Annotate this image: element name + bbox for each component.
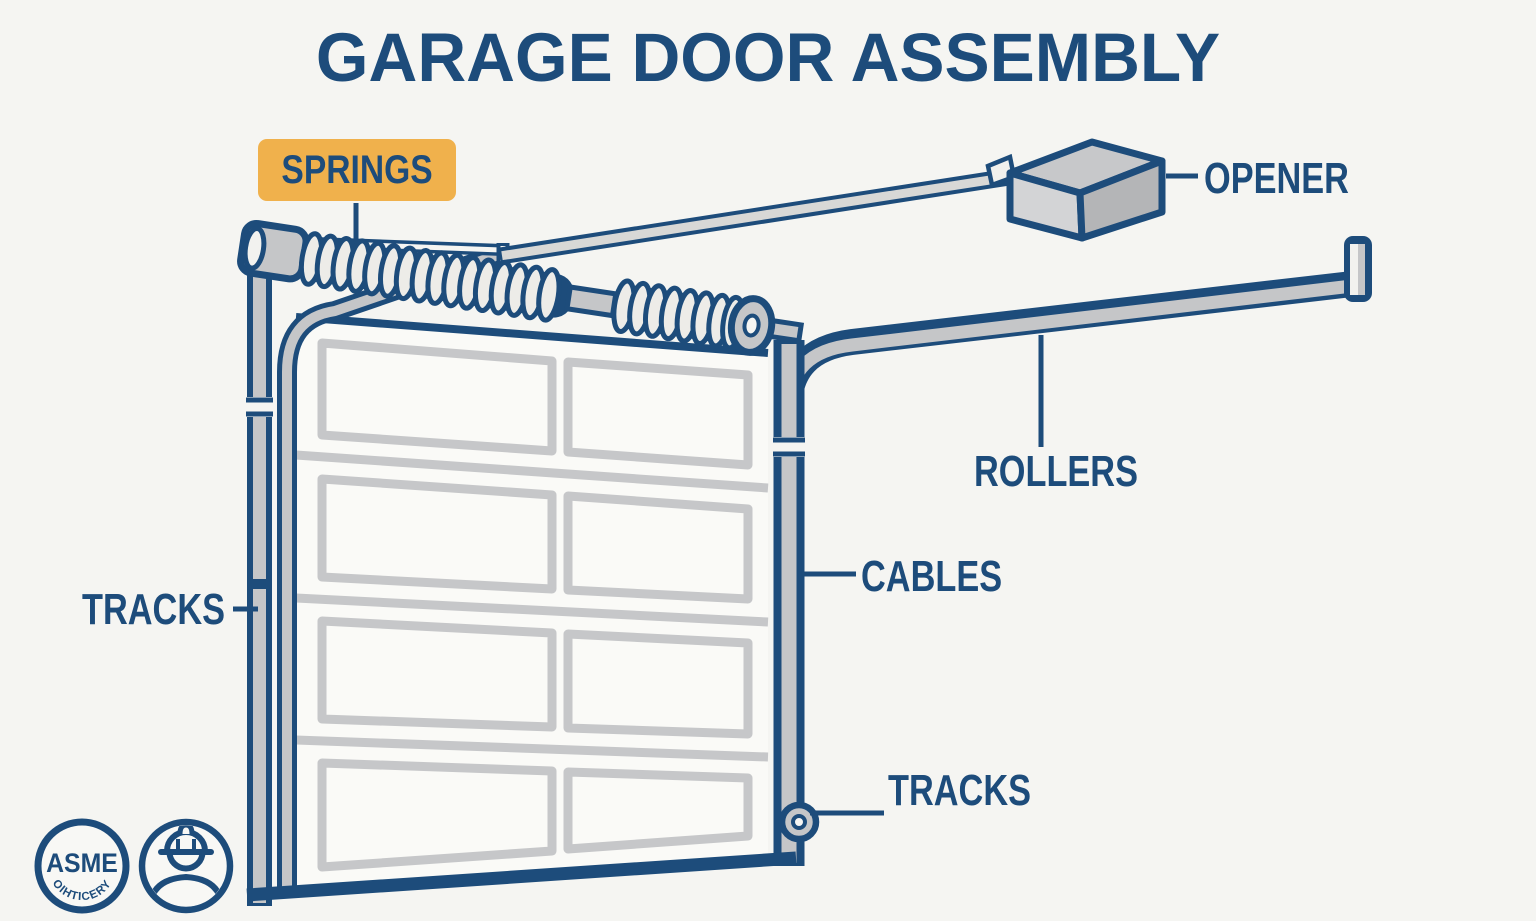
opener-label: OPENER	[1204, 154, 1349, 203]
door-panel	[563, 357, 753, 470]
roller	[778, 801, 820, 843]
asme-badge-text: ASME	[46, 849, 118, 878]
door-bottom-edge	[246, 851, 797, 902]
hard-hat-dome	[164, 829, 208, 852]
door-panel	[317, 758, 557, 872]
left-track-curve	[277, 243, 508, 893]
garage-door	[295, 313, 769, 894]
track-end-bracket	[1344, 236, 1372, 302]
hard-hat-ridge	[177, 825, 195, 835]
rollers-label: ROLLERS	[974, 447, 1138, 496]
springs-label-text: SPRINGS	[281, 147, 433, 192]
door-panel	[563, 491, 753, 604]
door-panel	[317, 338, 557, 456]
door-panel	[563, 629, 753, 739]
right-vertical-track	[772, 340, 806, 866]
springs-label: SPRINGS	[258, 139, 456, 201]
door-section-seam	[295, 450, 769, 493]
door-section-seam	[295, 593, 769, 627]
door-top-edge	[295, 313, 769, 357]
opener-unit	[1006, 138, 1166, 242]
door-panel	[317, 474, 557, 594]
tracks-right-label: TRACKS	[888, 766, 1031, 815]
door-panel	[317, 616, 557, 732]
door-panel	[563, 767, 753, 854]
worker-badge	[138, 818, 234, 914]
asme-badge: ASME OIHTICERY	[34, 818, 130, 914]
opener-rail	[498, 153, 1024, 265]
cables-label: CABLES	[861, 552, 1003, 601]
left-vertical-track	[246, 228, 273, 906]
door-section-seam	[295, 735, 769, 762]
tracks-left-label: TRACKS	[82, 585, 225, 634]
right-horizontal-track	[776, 236, 1372, 458]
torsion-springs	[237, 219, 805, 356]
page-title: GARAGE DOOR ASSEMBLY	[315, 19, 1221, 96]
opener-side-face	[1076, 157, 1166, 242]
spring-coupling	[564, 284, 619, 319]
